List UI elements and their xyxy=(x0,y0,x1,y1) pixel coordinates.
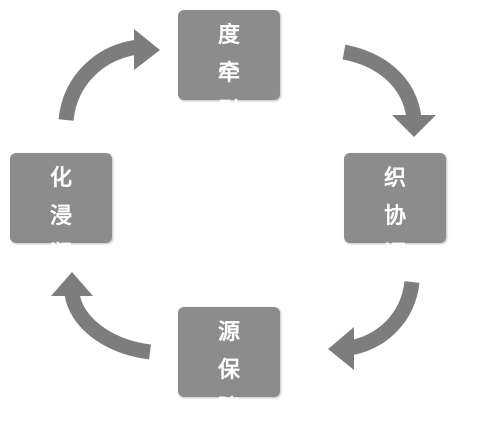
cycle-arrows xyxy=(51,29,436,370)
box-top-label: 制度牵引 xyxy=(217,0,246,124)
box-right: 组织协调 xyxy=(344,128,446,267)
box-bottom: 资源保障 xyxy=(178,282,280,421)
box-right-label: 组织协调 xyxy=(383,128,412,267)
box-left: 文化浸润 xyxy=(10,128,112,267)
box-left-label: 文化浸润 xyxy=(49,128,78,267)
arrow-left-to-top xyxy=(58,29,160,122)
box-bottom-label: 资源保障 xyxy=(217,282,246,421)
arrow-bottom-to-left xyxy=(51,272,152,360)
arrow-top-to-right xyxy=(342,44,436,137)
box-top: 制度牵引 xyxy=(178,0,280,124)
arrow-right-to-bottom xyxy=(328,280,420,370)
